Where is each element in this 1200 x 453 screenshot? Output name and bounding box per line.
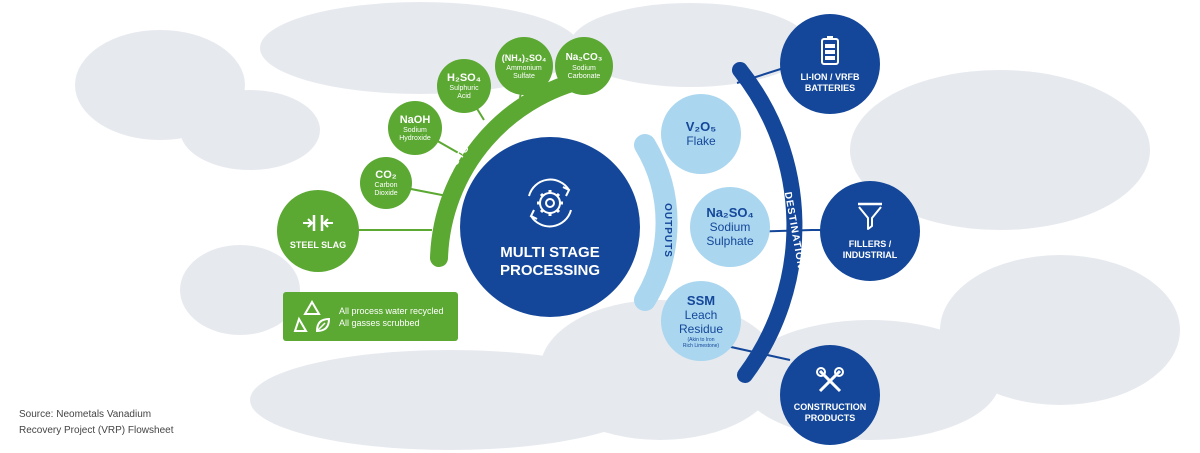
output-formula: V₂O₅ bbox=[685, 119, 717, 134]
tools-icon bbox=[816, 367, 844, 393]
input-name: Sodium bbox=[403, 126, 427, 134]
destination-label: BATTERIES bbox=[804, 82, 856, 93]
input-name: Acid bbox=[457, 92, 471, 100]
steel-slag-node: STEEL SLAG bbox=[277, 190, 359, 272]
input-formula: Na₂CO₃ bbox=[565, 51, 603, 63]
source-line-2: Recovery Project (VRP) Flowsheet bbox=[19, 425, 174, 436]
output-name: Sodium bbox=[709, 220, 751, 234]
output-node-v2o5: V₂O₅ Flake bbox=[661, 94, 741, 174]
destination-label: PRODUCTS bbox=[804, 413, 856, 423]
battery-icon bbox=[821, 35, 839, 65]
input-node-naoh: NaOH Sodium Hydroxide bbox=[388, 101, 442, 155]
center-title-line-2: PROCESSING bbox=[499, 262, 601, 279]
destination-label: INDUSTRIAL bbox=[842, 250, 898, 260]
source-line-1: Source: Neometals Vanadium bbox=[19, 409, 152, 420]
notice-line-2: All gasses scrubbed bbox=[339, 318, 420, 328]
input-node-co2: CO₂ Carbon Dioxide bbox=[360, 157, 412, 209]
input-node-ammonium-sulfate: (NH₄)₂SO₄ Ammonium Sulfate bbox=[495, 37, 553, 95]
center-title-line-1: MULTI STAGE bbox=[500, 244, 600, 261]
input-formula: (NH₄)₂SO₄ bbox=[501, 52, 547, 63]
input-formula: CO₂ bbox=[375, 168, 397, 181]
gear-cycle-icon bbox=[528, 178, 572, 228]
destination-label: LI-ION / VRFB bbox=[800, 71, 860, 82]
output-node-ssm-leach-residue: SSM Leach Residue (Akin to Iron Rich Lim… bbox=[661, 281, 741, 361]
output-formula: Na₂SO₄ bbox=[706, 205, 754, 220]
input-name: Sulfate bbox=[513, 72, 535, 80]
output-name: Leach bbox=[684, 307, 718, 322]
recycle-leaf-icon bbox=[293, 300, 331, 333]
input-name: Dioxide bbox=[374, 189, 398, 197]
input-name: Carbonate bbox=[567, 72, 601, 80]
inputs-arc bbox=[430, 68, 605, 267]
outputs-arc bbox=[634, 134, 678, 311]
funnel-icon bbox=[858, 202, 882, 230]
input-node-h2so4: H₂SO₄ Sulphuric Acid bbox=[437, 59, 491, 113]
destination-node-batteries: LI-ION / VRFB BATTERIES bbox=[780, 14, 880, 114]
destination-node-fillers-industrial: FILLERS / INDUSTRIAL bbox=[820, 181, 920, 281]
sustainability-notice: All process water recycled All gasses sc… bbox=[283, 292, 458, 341]
destination-label: CONSTRUCTION bbox=[793, 402, 867, 412]
destination-label: FILLERS / bbox=[848, 239, 892, 249]
output-name: Sulphate bbox=[706, 234, 754, 248]
input-formula: NaOH bbox=[399, 113, 431, 126]
input-name: Ammonium bbox=[506, 64, 542, 72]
output-name: Flake bbox=[686, 134, 716, 148]
input-name: Sulphuric bbox=[449, 84, 479, 92]
input-formula: H₂SO₄ bbox=[447, 71, 481, 84]
steel-slag-label: STEEL SLAG bbox=[289, 240, 347, 250]
multi-stage-processing-node: MULTI STAGE PROCESSING bbox=[460, 137, 640, 317]
outputs-band-label: OUTPUTS bbox=[661, 203, 673, 258]
output-note: Rich Limestone) bbox=[682, 342, 720, 349]
input-name: Carbon bbox=[374, 181, 398, 189]
output-formula: SSM bbox=[686, 292, 716, 308]
input-node-na2co3: Na₂CO₃ Sodium Carbonate bbox=[555, 37, 613, 95]
input-name: Hydroxide bbox=[399, 134, 431, 142]
destination-node-construction-products: CONSTRUCTION PRODUCTS bbox=[780, 345, 880, 445]
input-name: Sodium bbox=[572, 64, 596, 72]
destination-arc bbox=[732, 62, 803, 383]
output-name: Residue bbox=[678, 321, 724, 336]
output-node-na2so4: Na₂SO₄ Sodium Sulphate bbox=[690, 187, 770, 267]
source-caption: Source: Neometals Vanadium Recovery Proj… bbox=[19, 407, 174, 439]
notice-line-1: All process water recycled bbox=[339, 306, 444, 316]
compress-icon bbox=[303, 215, 333, 231]
output-note: (Akin to Iron bbox=[687, 336, 715, 343]
